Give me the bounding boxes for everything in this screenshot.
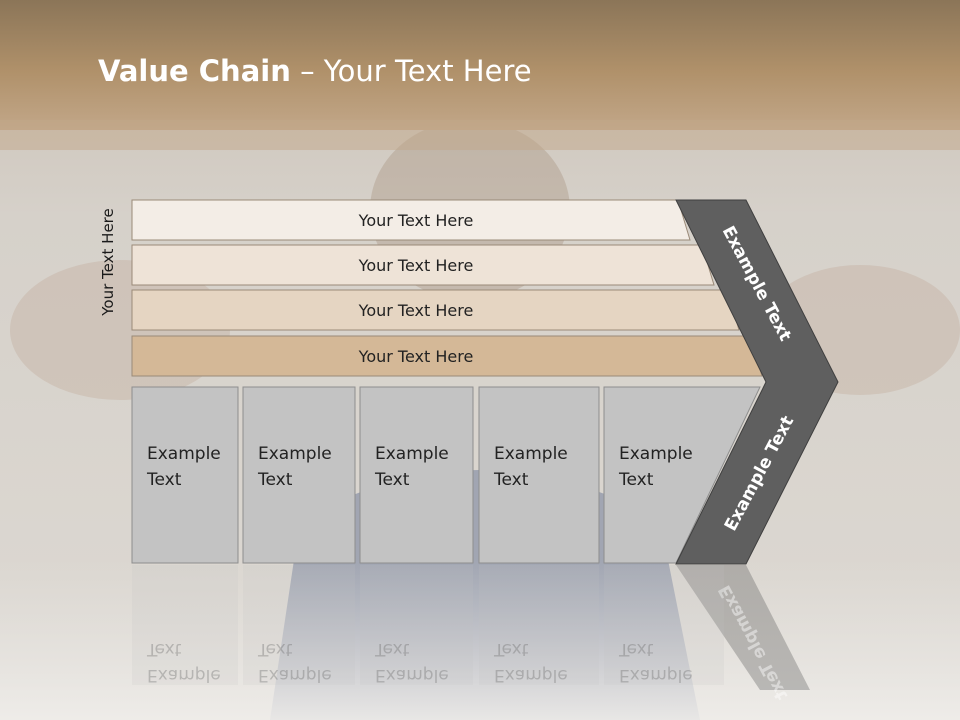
- box-label-line2-5: Text: [618, 470, 654, 490]
- box-label-line2-3: Text: [374, 470, 410, 490]
- box-reflection-line2-3: Text: [374, 639, 410, 659]
- box-reflection-line2-5: Text: [618, 639, 654, 659]
- box-reflection-line2-1: Text: [146, 639, 182, 659]
- row-label-2: Your Text Here: [358, 256, 474, 275]
- chevron-arrow: [675, 199, 839, 565]
- box-reflection-line1-2: Example: [258, 665, 332, 685]
- title-bold: Value Chain: [98, 54, 291, 88]
- row-1: [131, 199, 691, 241]
- row-4: [131, 335, 763, 377]
- row-label-3: Your Text Here: [358, 301, 474, 320]
- row-label-1: Your Text Here: [358, 211, 474, 230]
- box-label-line2-1: Text: [146, 470, 182, 490]
- box-4: [478, 386, 600, 564]
- box-label-line2-4: Text: [493, 470, 529, 490]
- box-2: [242, 386, 356, 564]
- title-rest: – Your Text Here: [290, 54, 532, 88]
- page-title: Value Chain – Your Text Here: [98, 54, 532, 88]
- box-label-line1-2: Example: [258, 444, 332, 464]
- box-reflection-line1-5: Example: [619, 665, 693, 685]
- row-3: [131, 289, 740, 331]
- box-reflection-line2-4: Text: [493, 639, 529, 659]
- box-reflection-2: [243, 565, 355, 685]
- box-reflection-line1-1: Example: [147, 665, 221, 685]
- box-reflection-line2-2: Text: [257, 639, 293, 659]
- box-reflection-1: [132, 565, 238, 685]
- box-label-line1-4: Example: [494, 444, 568, 464]
- box-label-line1-5: Example: [619, 444, 693, 464]
- box-1: [131, 386, 239, 564]
- box-reflection-line1-4: Example: [494, 665, 568, 685]
- row-label-4: Your Text Here: [358, 347, 474, 366]
- box-label-line2-2: Text: [257, 470, 293, 490]
- box-reflection-3: [360, 565, 473, 685]
- row-2: [131, 244, 715, 286]
- box-3: [359, 386, 474, 564]
- box-reflection-4: [479, 565, 599, 685]
- box-reflection-line1-3: Example: [375, 665, 449, 685]
- box-label-line1-1: Example: [147, 444, 221, 464]
- chevron-reflection: [676, 565, 810, 690]
- box-label-line1-3: Example: [375, 444, 449, 464]
- box-reflection-5: [604, 565, 724, 685]
